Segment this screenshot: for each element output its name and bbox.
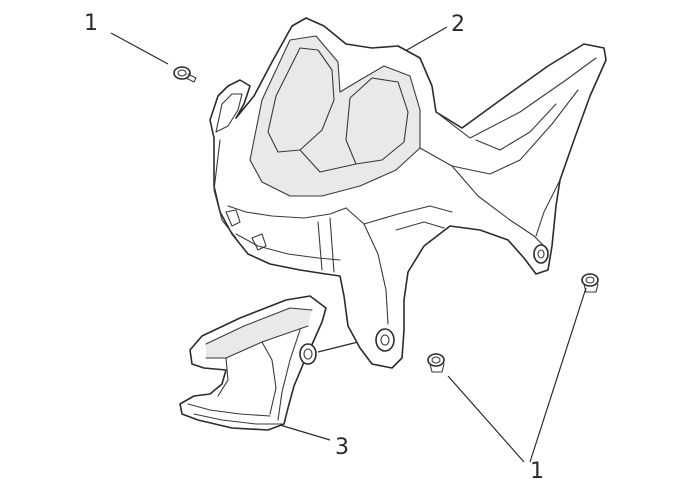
callout-label-1-bottom: 1: [530, 459, 544, 484]
lower-bracket: [179, 295, 327, 431]
leader-line-1-bottom-right: [529, 287, 587, 463]
callout-label-2: 2: [451, 12, 465, 37]
leader-line-1-bottom-left: [447, 375, 525, 463]
fender-cover: [209, 17, 607, 369]
leader-line-1-top: [110, 32, 169, 65]
leader-line-bracket-bolt: [317, 341, 359, 353]
fastener-bottom-left: [427, 353, 445, 373]
callout-label-1-top: 1: [84, 11, 98, 36]
fastener-top: [173, 66, 197, 83]
callout-label-3: 3: [335, 435, 349, 460]
fastener-bottom-right: [581, 273, 599, 293]
leader-line-3: [279, 424, 331, 441]
